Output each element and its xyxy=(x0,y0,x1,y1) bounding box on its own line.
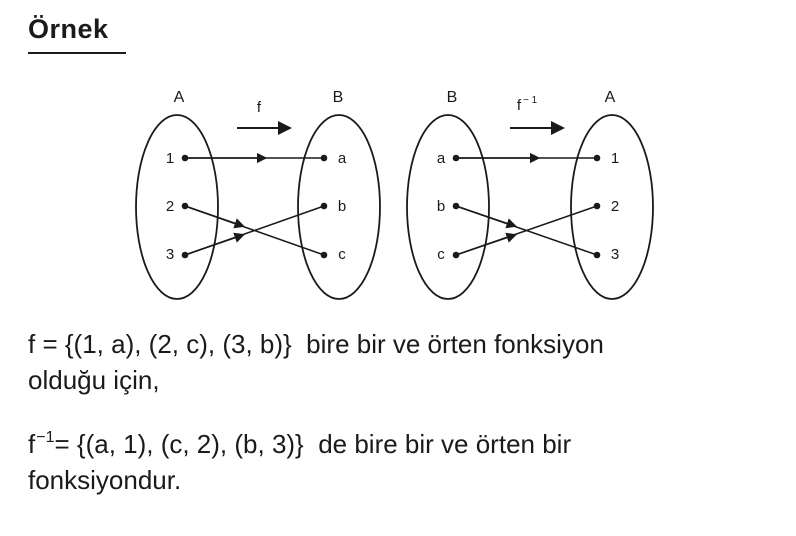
function-f-label: f xyxy=(257,99,262,116)
set-a-ellipse xyxy=(135,114,219,300)
set-a-ellipse xyxy=(570,114,654,300)
set-b-label: B xyxy=(333,89,344,106)
element-label: 1 xyxy=(166,150,174,167)
paragraph-text: fonksiyondur. xyxy=(28,465,182,495)
diagram-f: A B f 1 2 3 a b c xyxy=(135,89,381,300)
paragraph-text: olduğu için, xyxy=(28,365,160,395)
mapping-arrow xyxy=(184,205,245,229)
mapping-arrow xyxy=(455,205,517,229)
element-label: b xyxy=(338,198,346,215)
set-a-label: A xyxy=(174,89,185,106)
paragraph-text: bire bir ve örten fonksiyon xyxy=(306,329,604,359)
example-heading: Örnek xyxy=(28,14,109,44)
element-label: 2 xyxy=(611,198,619,215)
element-label: 3 xyxy=(166,246,174,263)
set-b-ellipse xyxy=(406,114,490,300)
paragraph-f-bijection: f = {(1, a), (2, c), (3, b)} bire bir ve… xyxy=(28,326,768,398)
set-a-label: A xyxy=(605,89,616,106)
element-label: a xyxy=(437,150,446,167)
mapping-arrow xyxy=(184,232,245,256)
element-label: c xyxy=(338,246,346,263)
element-label: 1 xyxy=(611,150,619,167)
formula-f: f = {(1, a), (2, c), (3, b)} xyxy=(28,329,292,359)
heading-underline xyxy=(28,52,126,54)
paragraph-text: de bire bir ve örten bir xyxy=(318,429,572,459)
element-label: b xyxy=(437,198,445,215)
mapping-arrow xyxy=(455,232,517,256)
formula-f-inverse: = {(a, 1), (c, 2), (b, 3)} xyxy=(54,429,304,459)
element-label: 2 xyxy=(166,198,174,215)
formula-inverse-exponent: −1 xyxy=(36,429,55,446)
element-label: 3 xyxy=(611,246,619,263)
diagram-f-inverse: B A f− 1 a b c 1 2 3 xyxy=(406,89,654,300)
paragraph-f-inverse-bijection: f−1= {(a, 1), (c, 2), (b, 3)} de bire bi… xyxy=(28,420,768,498)
formula-f-symbol: f xyxy=(28,429,36,459)
function-f-inverse-label: f− 1 xyxy=(517,95,538,114)
function-diagrams: A B f 1 2 3 a b c B A f− 1 a b c 1 xyxy=(135,89,654,300)
set-b-ellipse xyxy=(297,114,381,300)
element-label: a xyxy=(338,150,347,167)
set-b-label: B xyxy=(447,89,458,106)
element-label: c xyxy=(437,246,445,263)
